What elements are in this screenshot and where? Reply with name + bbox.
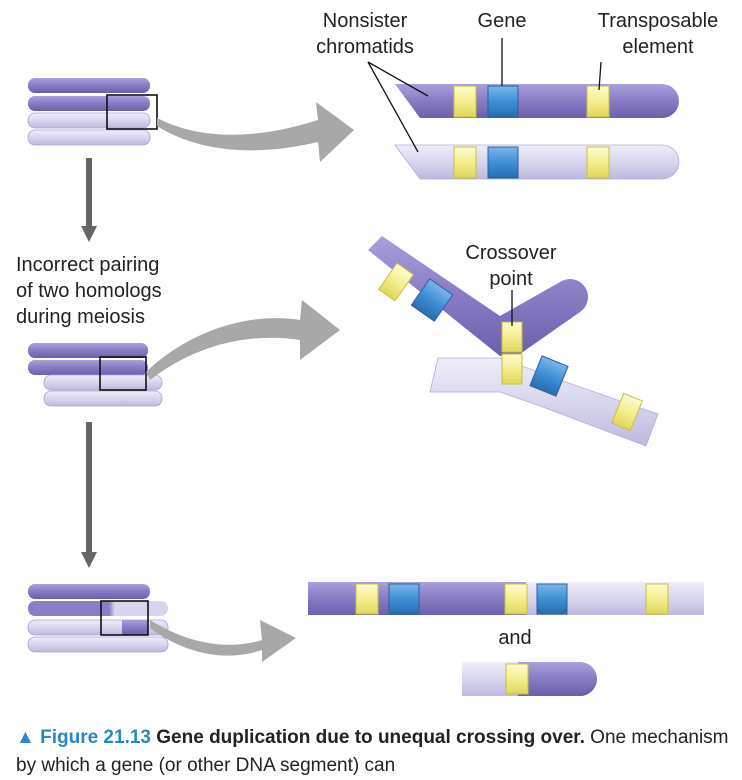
label-incorrect-pairing: Incorrect pairing of two homologs during… xyxy=(16,252,236,330)
caption-title: Gene duplication due to unequal crossing… xyxy=(156,727,585,748)
homolog-pair-3 xyxy=(27,584,169,653)
caption-text: One mechanism by which a gene (or other … xyxy=(16,727,729,776)
long-gene-2 xyxy=(536,583,568,615)
long-transposable-element-3 xyxy=(645,583,669,615)
gene-2 xyxy=(487,146,519,179)
long-transposable-element-1 xyxy=(355,583,379,615)
gene-1 xyxy=(487,85,519,118)
enlarged-light-chromatid xyxy=(394,144,680,180)
short-chromatid-dark xyxy=(518,662,597,696)
crossover-transposable-element-3 xyxy=(501,353,523,385)
transposable-element-2 xyxy=(586,85,610,118)
zoom-box-2 xyxy=(99,356,147,391)
crossover-gene-1 xyxy=(410,278,454,322)
crossover-transposable-element-1 xyxy=(377,262,415,302)
long-gene-1 xyxy=(388,583,420,615)
chromatid-light-1a xyxy=(27,112,151,129)
homolog-pair-2 xyxy=(28,343,163,407)
chromatid-dark-1a xyxy=(28,78,150,93)
transposable-element-1 xyxy=(453,85,477,118)
caption-figure-number: Figure 21.13 xyxy=(40,727,151,748)
label-nonsister-line1: Nonsister xyxy=(322,10,408,32)
leader-transposable xyxy=(598,61,602,91)
crossover-transposable-element-4 xyxy=(611,392,643,432)
zoom-box-1 xyxy=(106,94,158,130)
curved-arrow-3 xyxy=(150,620,296,662)
enlarged-dark-chromatid xyxy=(395,84,679,118)
homolog-pair-1 xyxy=(27,78,158,146)
chromatid-light-1b xyxy=(27,129,151,146)
recombinant-long-chromatid xyxy=(308,582,704,615)
curved-arrow-2 xyxy=(146,300,340,380)
transposable-element-4 xyxy=(586,146,610,179)
label-incorrect-line3: during meiosis xyxy=(16,306,145,328)
leader-nonsister-2 xyxy=(367,61,419,153)
chromatid-light-2b xyxy=(43,390,163,407)
label-incorrect-line2: of two homologs xyxy=(16,280,162,302)
leader-nonsister-1 xyxy=(367,61,429,97)
crossover-gene-2 xyxy=(529,355,569,397)
long-transposable-element-2 xyxy=(504,583,528,615)
caption-triangle-icon: ▲ xyxy=(16,727,35,748)
figure-caption: ▲ Figure 21.13 Gene duplication due to u… xyxy=(16,724,736,780)
label-crossover-line1: Crossover xyxy=(465,242,557,264)
chromatid-dark-3c-piece xyxy=(122,620,148,635)
chromatid-dark-3b xyxy=(28,601,168,616)
zoom-box-3 xyxy=(100,600,149,636)
curved-arrow-1 xyxy=(157,102,354,162)
label-nonsister-chromatids: Nonsister chromatids xyxy=(300,8,430,60)
enlarged-chromatids-1 xyxy=(394,84,680,180)
down-arrow-1 xyxy=(81,158,97,242)
recombinant-short-chromatid xyxy=(462,662,597,696)
label-gene: Gene xyxy=(477,10,527,32)
label-transposable-line1: Transposable xyxy=(597,10,719,32)
chromatid-light-2a xyxy=(43,374,163,391)
chromatid-dark-1b xyxy=(28,96,150,111)
label-crossover-line2: point xyxy=(489,268,533,290)
chromatid-dark-2a xyxy=(28,343,148,358)
label-nonsister-line2: chromatids xyxy=(316,36,414,58)
label-crossover-point: Crossover point xyxy=(448,240,574,292)
label-transposable-line2: element xyxy=(622,36,694,58)
crossover-transposable-element-2 xyxy=(501,321,523,353)
label-incorrect-line1: Incorrect pairing xyxy=(16,254,160,276)
chromatid-light-3b xyxy=(27,636,169,653)
crossover-figure xyxy=(368,236,659,447)
transposable-element-3 xyxy=(453,146,477,179)
label-transposable-element: Transposable element xyxy=(578,8,738,60)
short-transposable-element xyxy=(505,663,529,695)
crossover-dark-chromatid xyxy=(368,236,589,356)
chromatid-dark-2b xyxy=(28,360,148,375)
down-arrow-2 xyxy=(81,422,97,568)
label-and: and xyxy=(498,627,532,649)
chromatid-dark-3a xyxy=(28,584,150,599)
